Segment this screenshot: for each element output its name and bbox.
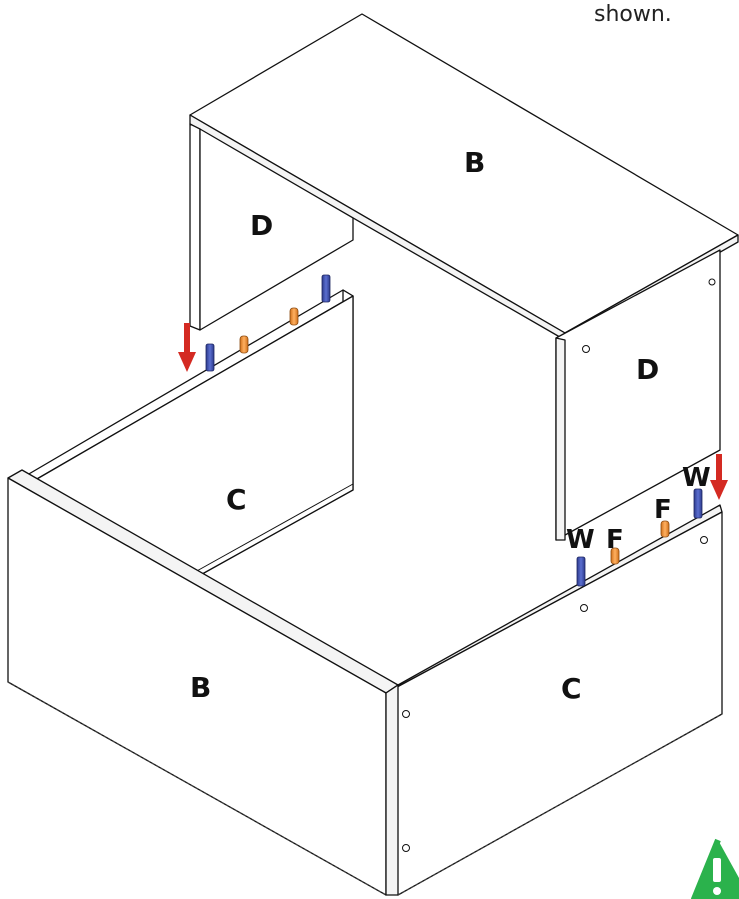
right-side-panel-d	[555, 249, 721, 541]
label-left-panel-d: D	[250, 209, 273, 242]
label-dowel-f: F	[654, 495, 672, 525]
label-right-panel-d: D	[636, 353, 659, 386]
warning-icon	[691, 838, 739, 899]
wood-dowel-right-1	[610, 547, 620, 565]
wood-dowel-left-2	[289, 307, 299, 326]
label-back-panel-c: C	[226, 483, 247, 516]
cam-bolt-right-1	[576, 556, 586, 587]
label-dowel-w: W	[682, 463, 711, 493]
left-side-panel-d	[189, 123, 354, 331]
down-arrow-icon	[710, 454, 728, 500]
label-dowel-f: F	[606, 525, 624, 555]
cam-bolt-left-1	[205, 343, 215, 372]
back-panel-c	[21, 289, 354, 579]
cam-bolt-left-2	[321, 274, 331, 303]
down-arrow-icon	[178, 323, 196, 372]
cam-bolt-right-2	[693, 488, 703, 519]
label-top-panel-b: B	[464, 146, 485, 179]
label-front-panel-c: C	[561, 672, 582, 705]
wood-dowel-right-2	[660, 520, 670, 538]
front-right-panel-c	[385, 504, 723, 896]
label-front-panel-b: B	[190, 671, 211, 704]
wood-dowel-left-1	[239, 335, 249, 354]
caption-text: shown.	[594, 2, 672, 27]
label-dowel-w: W	[566, 525, 595, 555]
